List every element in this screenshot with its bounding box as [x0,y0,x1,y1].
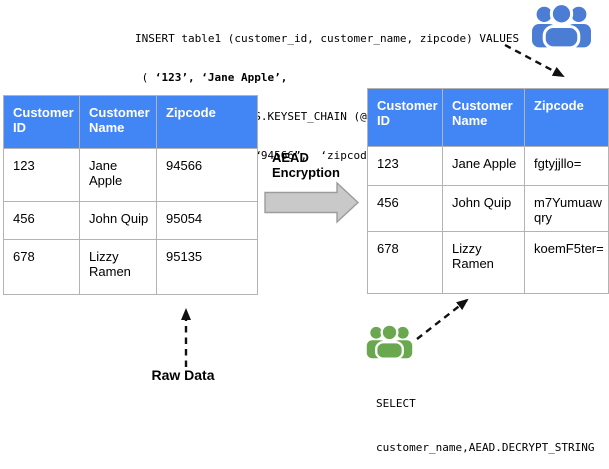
table-cell: Jane Apple [79,148,157,202]
table-cell: 678 [367,231,443,294]
bold-literal-values: ‘123’, ‘Jane Apple’, [154,71,288,84]
table-header-row: Customer ID Customer Name Zipcode [3,95,258,149]
table-cell: 678 [3,239,80,295]
encrypted-value-cell: m7Yumuawqry [524,185,609,232]
encrypted-value-cell: koemF5ter= [524,231,609,294]
table-row: 678 Lizzy Ramen koemF5ter= [367,231,609,294]
users-group-icon [532,2,591,48]
block-arrow-right [264,181,360,224]
table-row: 123 Jane Apple fgtyjjllo= [367,146,609,186]
column-header: Customer Name [79,95,157,149]
table-cell: John Quip [79,201,157,240]
dashed-arrow-select-to-table [416,298,469,340]
table-row: 456 John Quip m7Yumuawqry [367,185,609,232]
code-line: SELECT [376,397,416,410]
table-row: 678 Lizzy Ramen 95135 [3,239,258,295]
raw-data-label: Raw Data [151,367,215,383]
table-cell: 95054 [156,201,258,240]
table-cell: 123 [3,148,80,202]
encryption-step-label: AEAD Encryption [272,150,340,180]
code-line: customer_name,AEAD.DECRYPT_STRING [376,440,595,454]
table-cell: 123 [367,146,443,186]
column-header: Customer ID [3,95,80,149]
table-row: 456 John Quip 95054 [3,201,258,240]
select-sql-code: SELECT customer_name,AEAD.DECRYPT_STRING… [376,368,595,469]
column-header: Zipcode [156,95,258,149]
table-header-row: Customer ID Customer Name Zipcode [367,88,609,147]
encrypted-value-cell: fgtyjjllo= [524,146,609,186]
table-cell: 456 [3,201,80,240]
table-cell: 94566 [156,148,258,202]
encrypted-data-table: Customer ID Customer Name Zipcode 123 Ja… [367,88,609,294]
table-cell: Jane Apple [442,146,525,186]
column-header: Customer ID [367,88,443,147]
column-header: Zipcode [524,88,609,147]
table-cell: 95135 [156,239,258,295]
table-cell: John Quip [442,185,525,232]
raw-data-table: Customer ID Customer Name Zipcode 123 Ja… [3,95,258,295]
code-line: INSERT table1 (customer_id, customer_nam… [135,32,520,45]
column-header: Customer Name [442,88,525,147]
code-line: ( ‘123’, ‘Jane Apple’, [135,71,288,84]
table-cell: Lizzy Ramen [442,231,525,294]
table-cell: Lizzy Ramen [79,239,157,295]
users-group-icon [366,323,413,360]
table-cell: 456 [367,185,443,232]
table-row: 123 Jane Apple 94566 [3,148,258,202]
